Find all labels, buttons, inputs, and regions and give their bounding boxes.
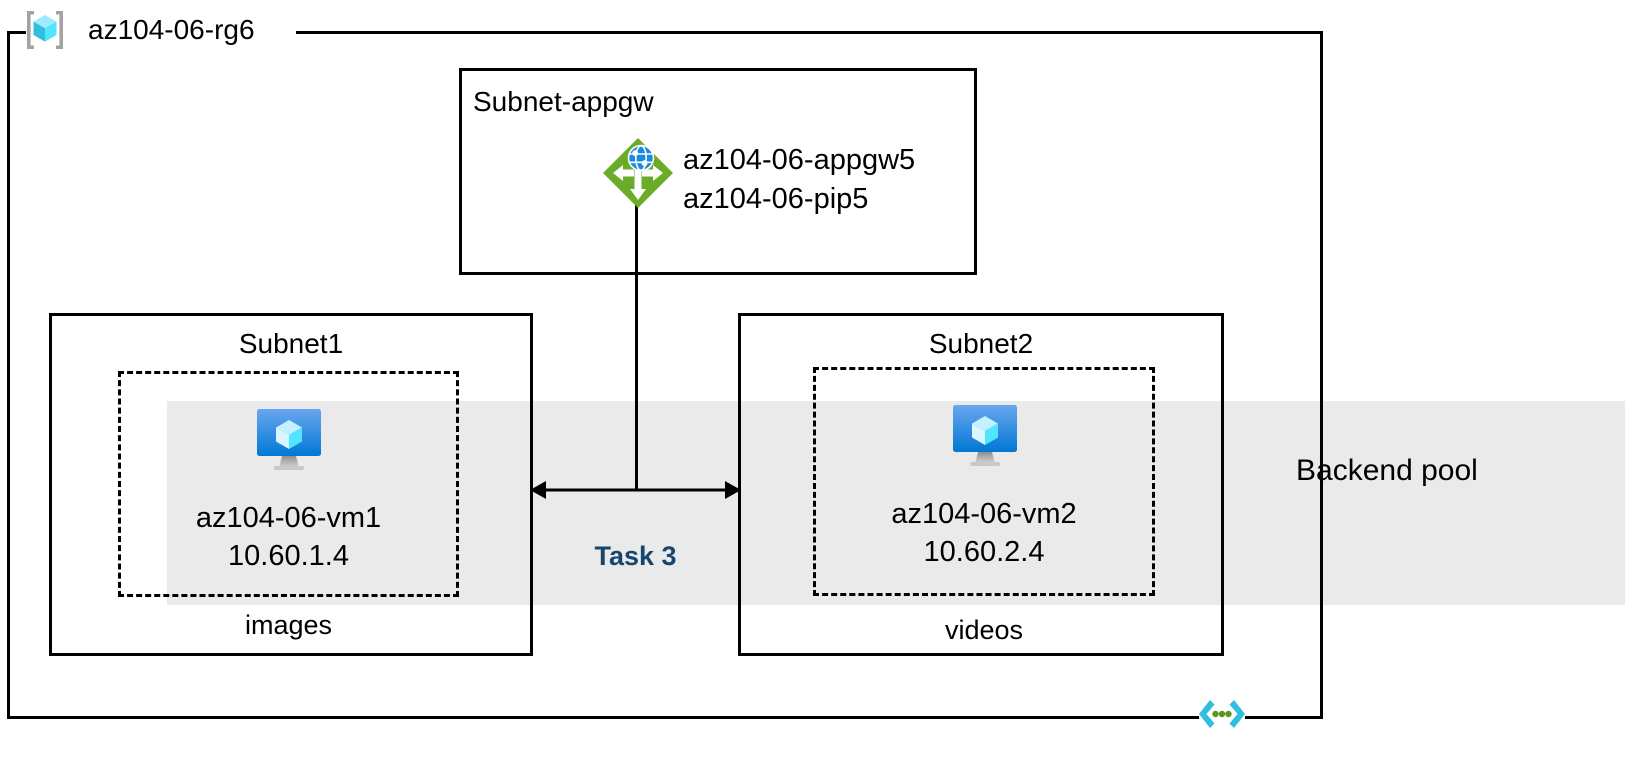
subnet1-box: [49, 313, 533, 656]
virtual-network-icon: [1196, 694, 1248, 734]
subnet-appgw-box: [459, 68, 977, 275]
task-3-annotation: Task 3: [594, 541, 677, 571]
resource-group-title-gap: [26, 18, 296, 46]
vm2-ip: 10.60.2.4: [923, 536, 1045, 568]
subnet1-vm-labels: az104-06-vm1 10.60.1.4: [118, 499, 459, 575]
backend-pool-label: Backend pool: [1296, 454, 1478, 487]
vm1-ip: 10.60.1.4: [228, 540, 349, 572]
subnet2-footer-label: videos: [944, 615, 1024, 645]
appgw-resource-labels: az104-06-appgw5 az104-06-pip5: [683, 141, 915, 219]
application-gateway-icon: [601, 136, 675, 210]
subnet1-title: Subnet1: [238, 328, 344, 359]
appgw-name: az104-06-appgw5: [683, 144, 916, 176]
resource-group-name: az104-06-rg6: [88, 14, 255, 45]
virtual-machine-icon: [252, 406, 326, 476]
resource-group-cube-icon: [22, 7, 68, 53]
vm2-name: az104-06-vm2: [891, 498, 1077, 530]
subnet2-vm-labels: az104-06-vm2 10.60.2.4: [813, 495, 1155, 571]
subnet-appgw-title: Subnet-appgw: [473, 86, 654, 117]
vm1-name: az104-06-vm1: [195, 502, 382, 534]
subnet2-title: Subnet2: [928, 328, 1034, 359]
appgw-to-vms-connector: [635, 205, 638, 490]
subnet1-dashed-group: [118, 371, 459, 597]
subnet2-box: [738, 313, 1224, 656]
resource-group-border: [7, 31, 1323, 719]
virtual-machine-icon: [948, 402, 1022, 472]
subnet1-footer-label: images: [244, 610, 333, 640]
appgw-pip-name: az104-06-pip5: [683, 183, 869, 215]
backend-pool-band: [167, 401, 1625, 605]
subnet2-dashed-group: [813, 367, 1155, 596]
subnet1-subnet2-double-arrow: [528, 472, 743, 508]
